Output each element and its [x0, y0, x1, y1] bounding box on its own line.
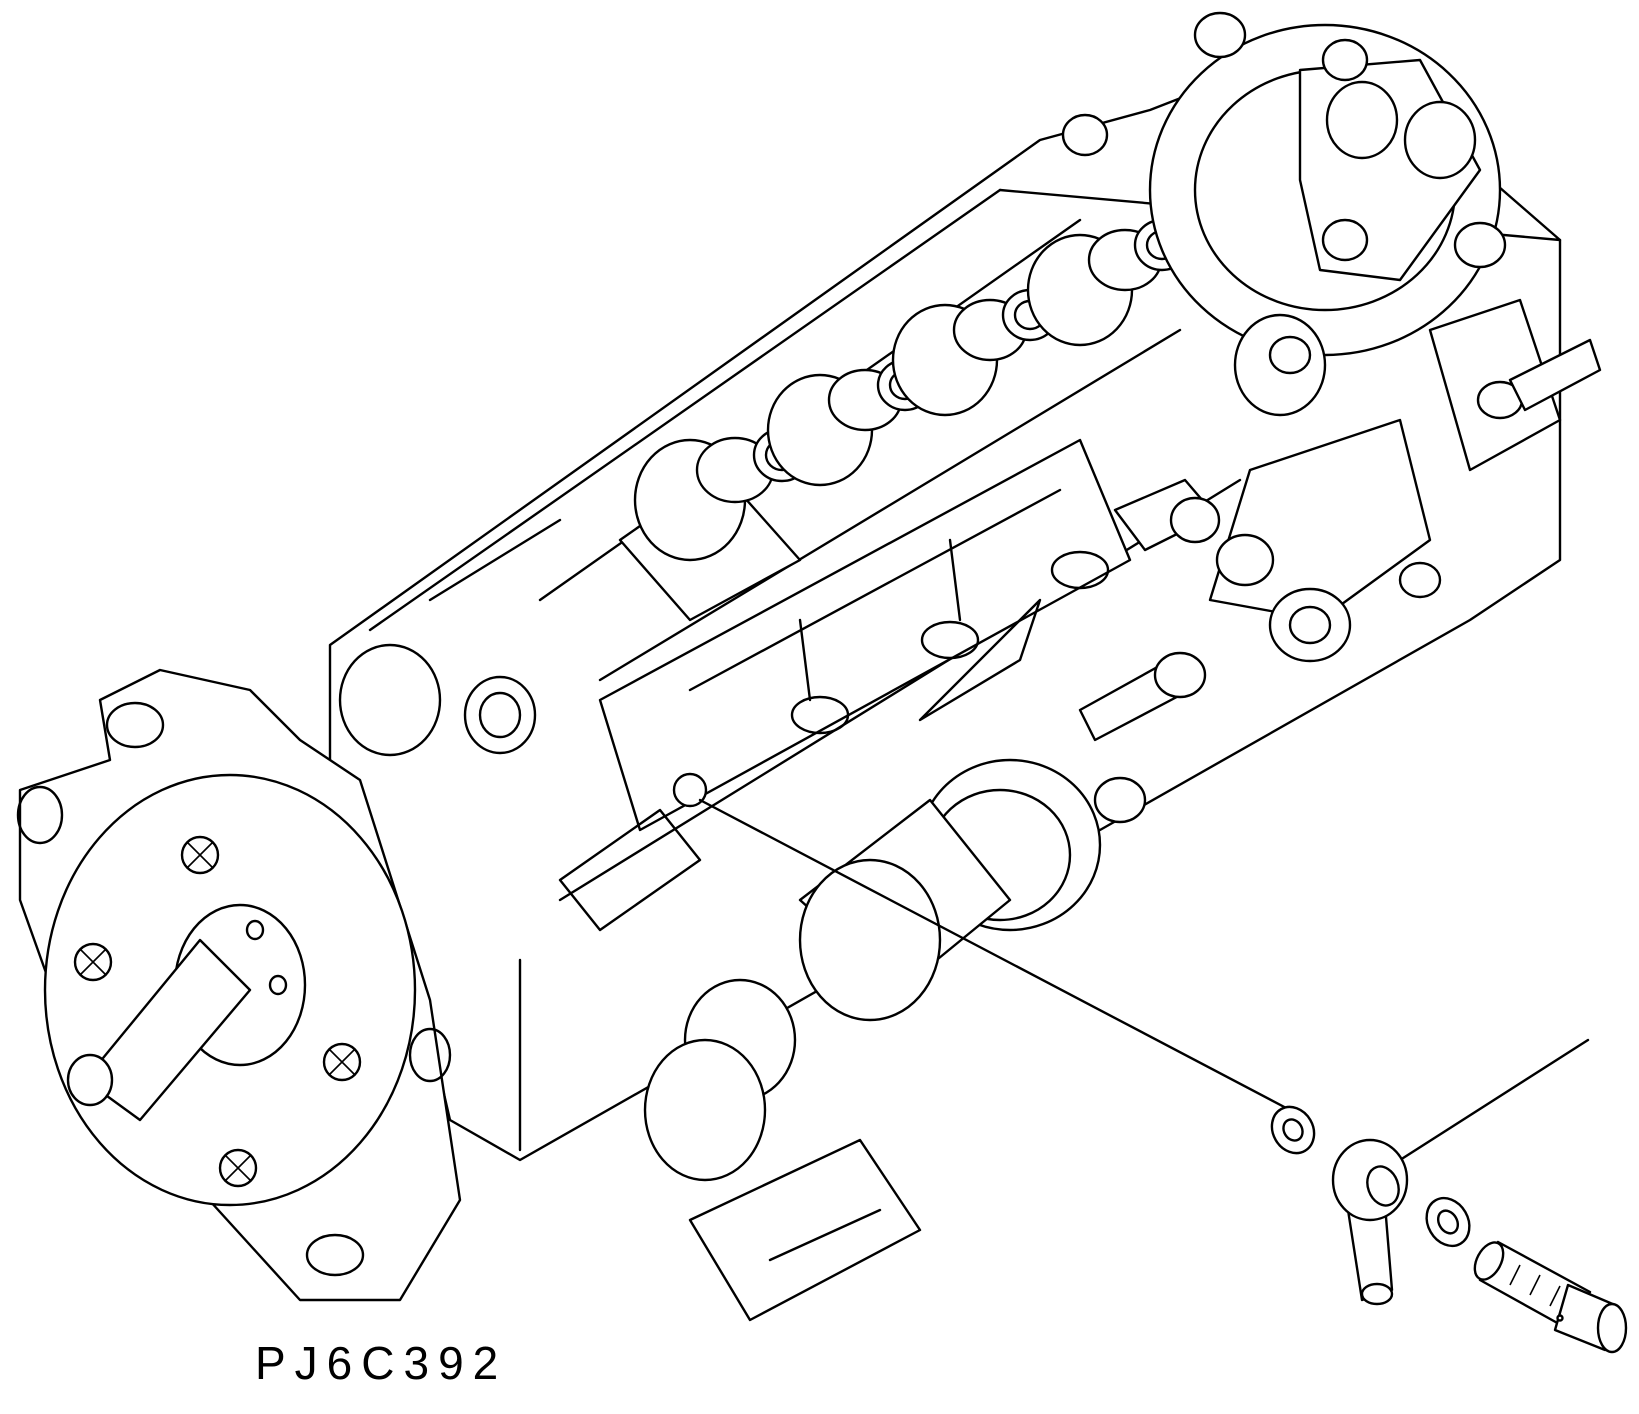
figure-code: PJ6C392 [255, 1337, 508, 1389]
middle-cover-plate [560, 440, 1130, 930]
leader-lines [700, 800, 1588, 1160]
washer-lower [1418, 1190, 1478, 1253]
drive-flange [18, 670, 460, 1300]
delivery-valve-holders [620, 220, 1189, 620]
banjo-bolt [1469, 1238, 1626, 1352]
washer-upper [1264, 1099, 1323, 1161]
eye-joint [1333, 1140, 1407, 1304]
side-bracket [1080, 300, 1600, 740]
feed-pump-assembly [340, 645, 1145, 1320]
governor-cover [1063, 13, 1505, 415]
exploded-parts [1264, 1099, 1626, 1352]
